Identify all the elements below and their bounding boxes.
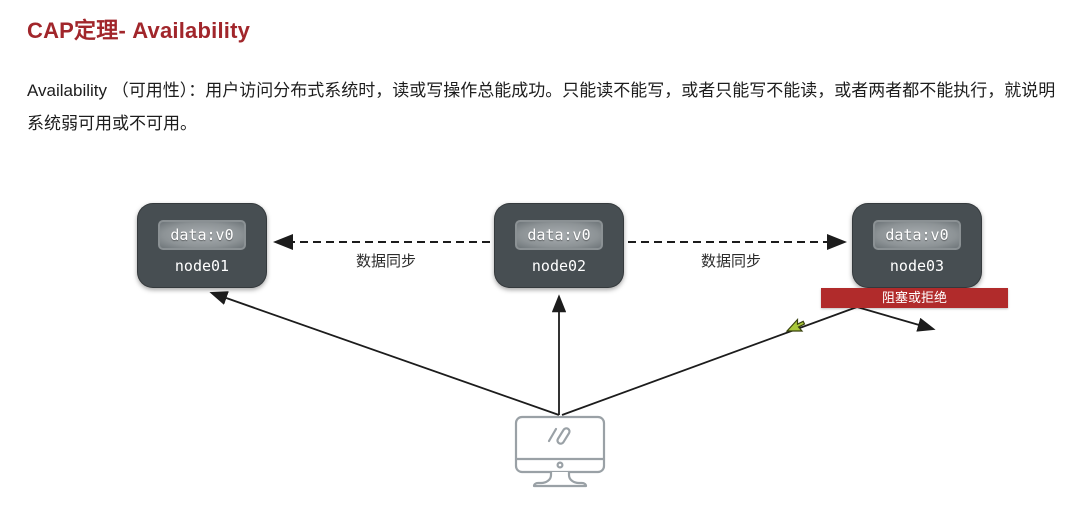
client-arrow-to-node03-blocked: [561, 306, 858, 416]
node01-box: data:v0 node01: [137, 203, 267, 288]
client-arrow-to-node01: [209, 291, 560, 416]
node03-box: data:v0 node03: [852, 203, 982, 288]
desktop-computer-icon: [514, 415, 606, 488]
rejected-bounce-arrow: [856, 306, 936, 332]
node02-label: node02: [531, 257, 587, 275]
availability-description: Availability （可用性）：用户访问分布式系统时，读或写操作总能成功。…: [27, 81, 1056, 133]
node02-box: data:v0 node02: [494, 203, 624, 288]
node01-data-value: data:v0: [158, 220, 246, 250]
sync-label-right: 数据同步: [700, 253, 761, 270]
node03-data-value: data:v0: [873, 220, 961, 250]
mouse-cursor-icon: [785, 317, 806, 332]
node03-label: node03: [889, 257, 945, 275]
blocked-or-rejected-banner: 阻塞或拒绝: [821, 288, 1008, 308]
page-title: CAP定理- Availability: [27, 18, 251, 43]
sync-label-left: 数据同步: [355, 253, 416, 270]
node01-label: node01: [174, 257, 230, 275]
node02-data-value: data:v0: [515, 220, 603, 250]
